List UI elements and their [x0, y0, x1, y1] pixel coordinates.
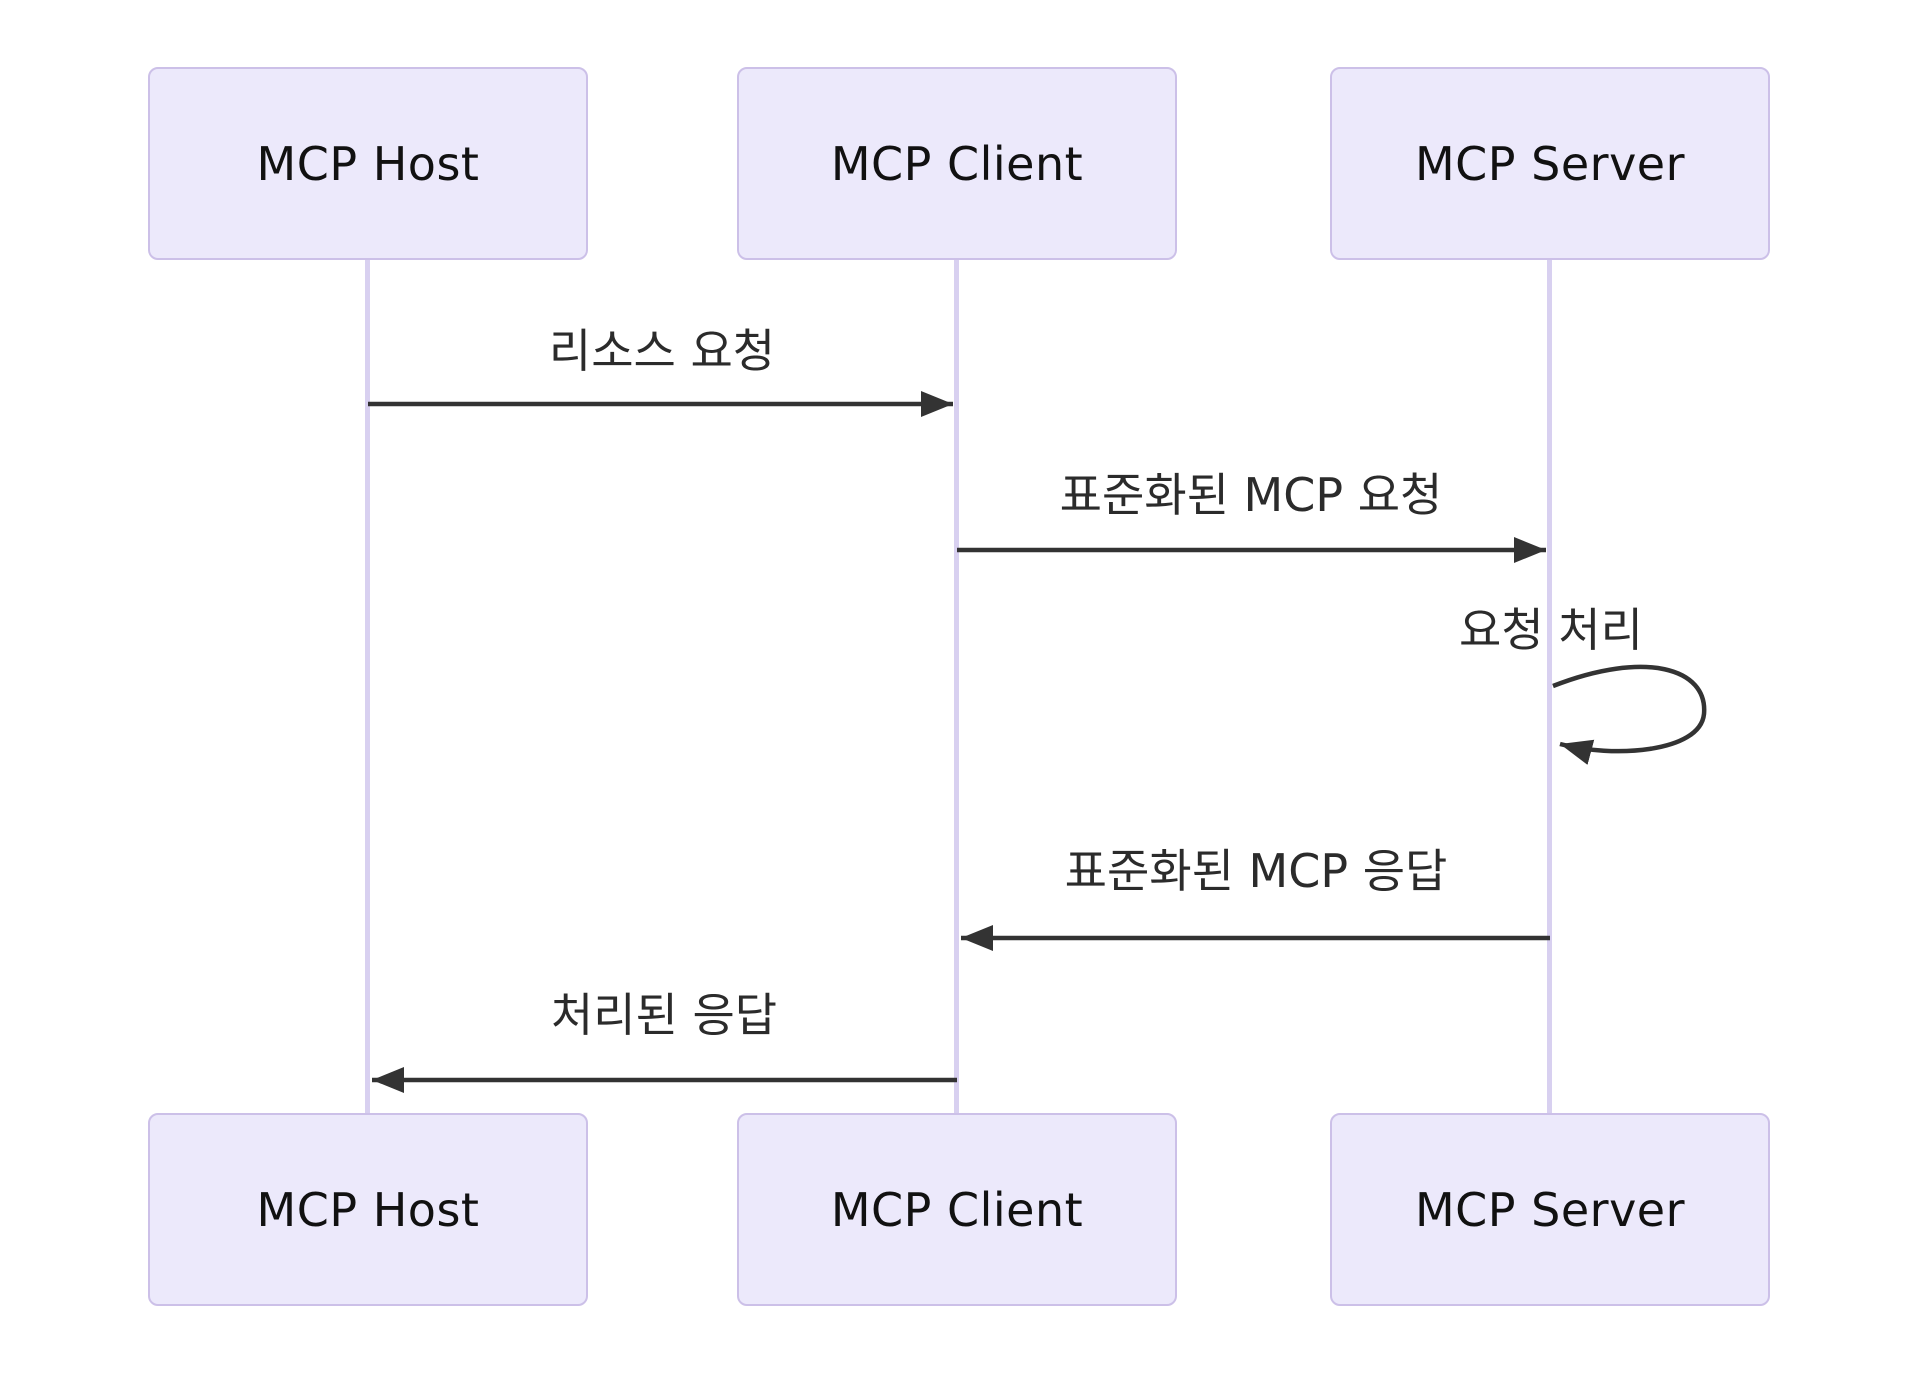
actor-label-mcp-host: MCP Host	[256, 1182, 480, 1237]
actor-label-mcp-client: MCP Client	[830, 1182, 1084, 1237]
actor-label-mcp-server: MCP Server	[1414, 1182, 1686, 1237]
message-label-processed-response: 처리된 응답	[550, 988, 778, 1042]
lifeline-mcp-server	[1547, 260, 1552, 1114]
actor-label-mcp-client: MCP Client	[830, 136, 1084, 191]
actor-box-mcp-host-top: MCP Host	[148, 67, 588, 260]
message-label-standardized-response: 표준화된 MCP 응답	[1064, 844, 1448, 898]
actor-box-mcp-server-bottom: MCP Server	[1330, 1113, 1770, 1306]
actor-box-mcp-client-top: MCP Client	[737, 67, 1177, 260]
lifeline-mcp-client	[954, 260, 959, 1114]
message-label-process-request: 요청 처리	[1459, 603, 1643, 657]
actor-label-mcp-server: MCP Server	[1414, 136, 1686, 191]
actor-box-mcp-client-bottom: MCP Client	[737, 1113, 1177, 1306]
lifeline-mcp-host	[365, 260, 370, 1114]
actor-box-mcp-host-bottom: MCP Host	[148, 1113, 588, 1306]
arrow-server-self-loop	[1552, 664, 1707, 765]
message-label-resource-request: 리소스 요청	[548, 324, 776, 378]
actor-label-mcp-host: MCP Host	[256, 136, 480, 191]
message-label-standardized-request: 표준화된 MCP 요청	[1059, 468, 1443, 522]
actor-box-mcp-server-top: MCP Server	[1330, 67, 1770, 260]
